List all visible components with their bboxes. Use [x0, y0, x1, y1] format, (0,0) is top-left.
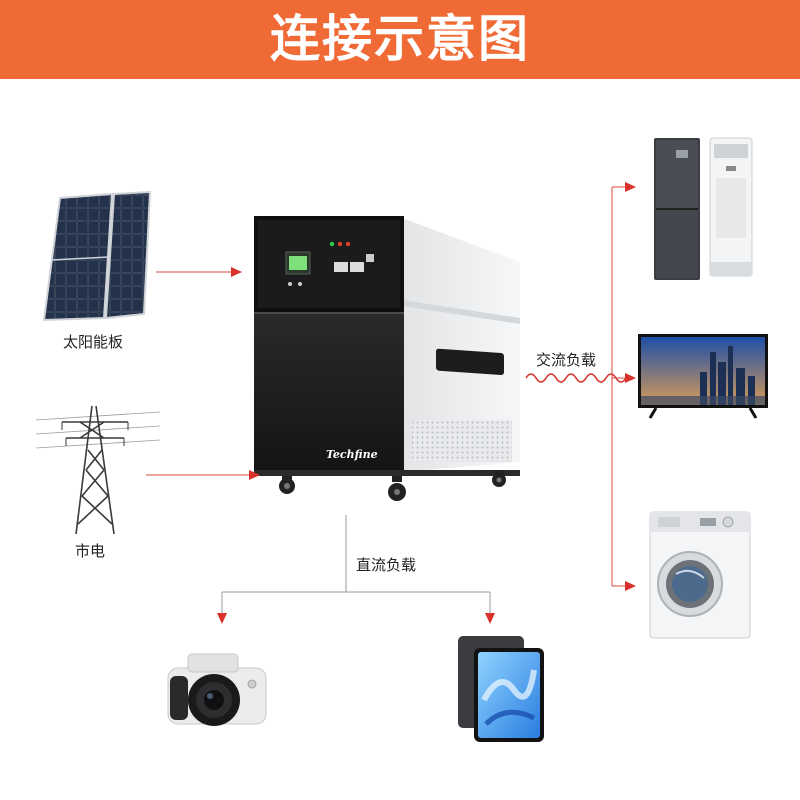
brand-label: Techfine	[326, 448, 378, 461]
solar-panel-icon	[42, 190, 152, 322]
ac-load-label: 交流负载	[536, 351, 597, 369]
dc-load-label: 直流负载	[356, 556, 417, 574]
washing-machine-icon	[649, 511, 751, 639]
camera-icon	[167, 653, 267, 726]
grid-power-label: 市电	[75, 542, 106, 560]
television-icon	[638, 334, 768, 419]
tablet-icon	[458, 636, 544, 742]
refrigerator-icon	[654, 138, 700, 280]
air-conditioner-icon	[709, 137, 753, 277]
solar-panel-label: 太阳能板	[63, 333, 124, 351]
ac-output-connector	[525, 182, 636, 591]
page-title: 连接示意图	[270, 10, 530, 68]
title-banner: 连接示意图	[0, 0, 800, 79]
power-tower-icon	[35, 405, 161, 535]
solar-input-arrow	[156, 267, 242, 277]
energy-storage-unit-icon: Techfine	[254, 216, 520, 501]
dc-output-connector	[217, 515, 495, 624]
grid-input-arrow	[146, 470, 260, 480]
